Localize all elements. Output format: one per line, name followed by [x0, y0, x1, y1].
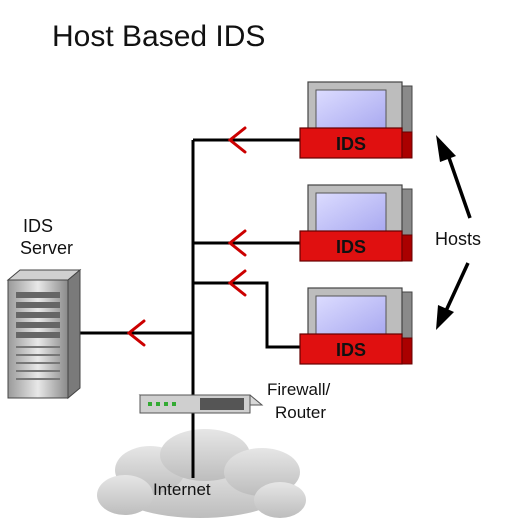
- hosts-label: Hosts: [435, 229, 481, 249]
- firewall-label: Firewall/: [267, 380, 331, 399]
- host-1-ids-label: IDS: [336, 134, 366, 154]
- host-computer-3: IDS: [299, 287, 413, 365]
- router-label: Router: [275, 403, 326, 422]
- firewall-router-icon: [138, 394, 264, 414]
- arrow-host-2: [227, 229, 247, 257]
- host-2-ids-label: IDS: [336, 237, 366, 257]
- arrow-host-3: [227, 269, 247, 297]
- arrow-server: [126, 319, 146, 347]
- internet-cloud: [97, 429, 306, 518]
- ids-server-icon: [6, 268, 82, 400]
- host-3-ids-label: IDS: [336, 340, 366, 360]
- traffic-arrows: [126, 126, 247, 347]
- host-computer-1: IDS: [299, 81, 413, 159]
- arrow-host-1: [227, 126, 247, 154]
- hosts-arrows: [436, 135, 472, 330]
- ids-server-label-line1: IDS: [23, 216, 53, 236]
- diagram-title: Host Based IDS: [52, 20, 265, 53]
- network-links: [78, 138, 302, 478]
- internet-label: Internet: [153, 480, 211, 499]
- ids-server-label-line2: Server: [20, 238, 73, 258]
- host-computer-2: IDS: [299, 184, 413, 262]
